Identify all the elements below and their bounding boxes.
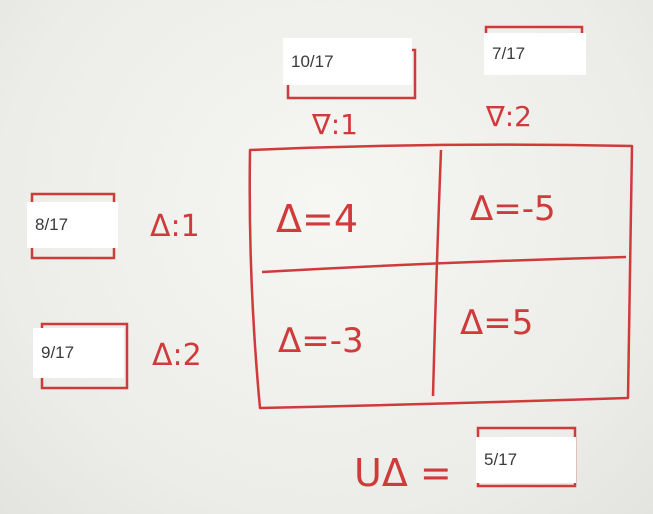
answer-box-col1: 10/17 [283, 38, 412, 85]
cell-r2-c1: Δ=-3 [278, 321, 364, 361]
matrix-horizontal-divider [261, 255, 627, 274]
answer-box-row2: 9/17 [33, 328, 124, 378]
answer-col1-text: 10/17 [291, 51, 334, 71]
matrix-vertical-divider [431, 149, 443, 397]
answer-col2-text: 7/17 [492, 44, 526, 63]
row-label-2: Δ:2 [152, 338, 202, 373]
row-label-1: Δ:1 [150, 209, 200, 244]
answer-utility-text: 5/17 [484, 450, 518, 469]
answer-box-utility: 5/17 [476, 437, 576, 483]
answer-box-col2: 7/17 [484, 33, 586, 75]
column-label-1: ∇:1 [311, 108, 358, 141]
cell-r1-c1: Δ=4 [276, 197, 358, 241]
cell-r2-c2: Δ=5 [460, 303, 533, 343]
utility-label: UΔ = [354, 451, 452, 495]
cell-r1-c2: Δ=-5 [470, 189, 556, 229]
matrix-outline [248, 143, 634, 410]
answer-row2-text: 9/17 [41, 343, 75, 362]
answer-box-row1: 8/17 [27, 202, 118, 248]
answer-row1-text: 8/17 [35, 215, 69, 234]
column-label-2: ∇:2 [485, 100, 532, 133]
